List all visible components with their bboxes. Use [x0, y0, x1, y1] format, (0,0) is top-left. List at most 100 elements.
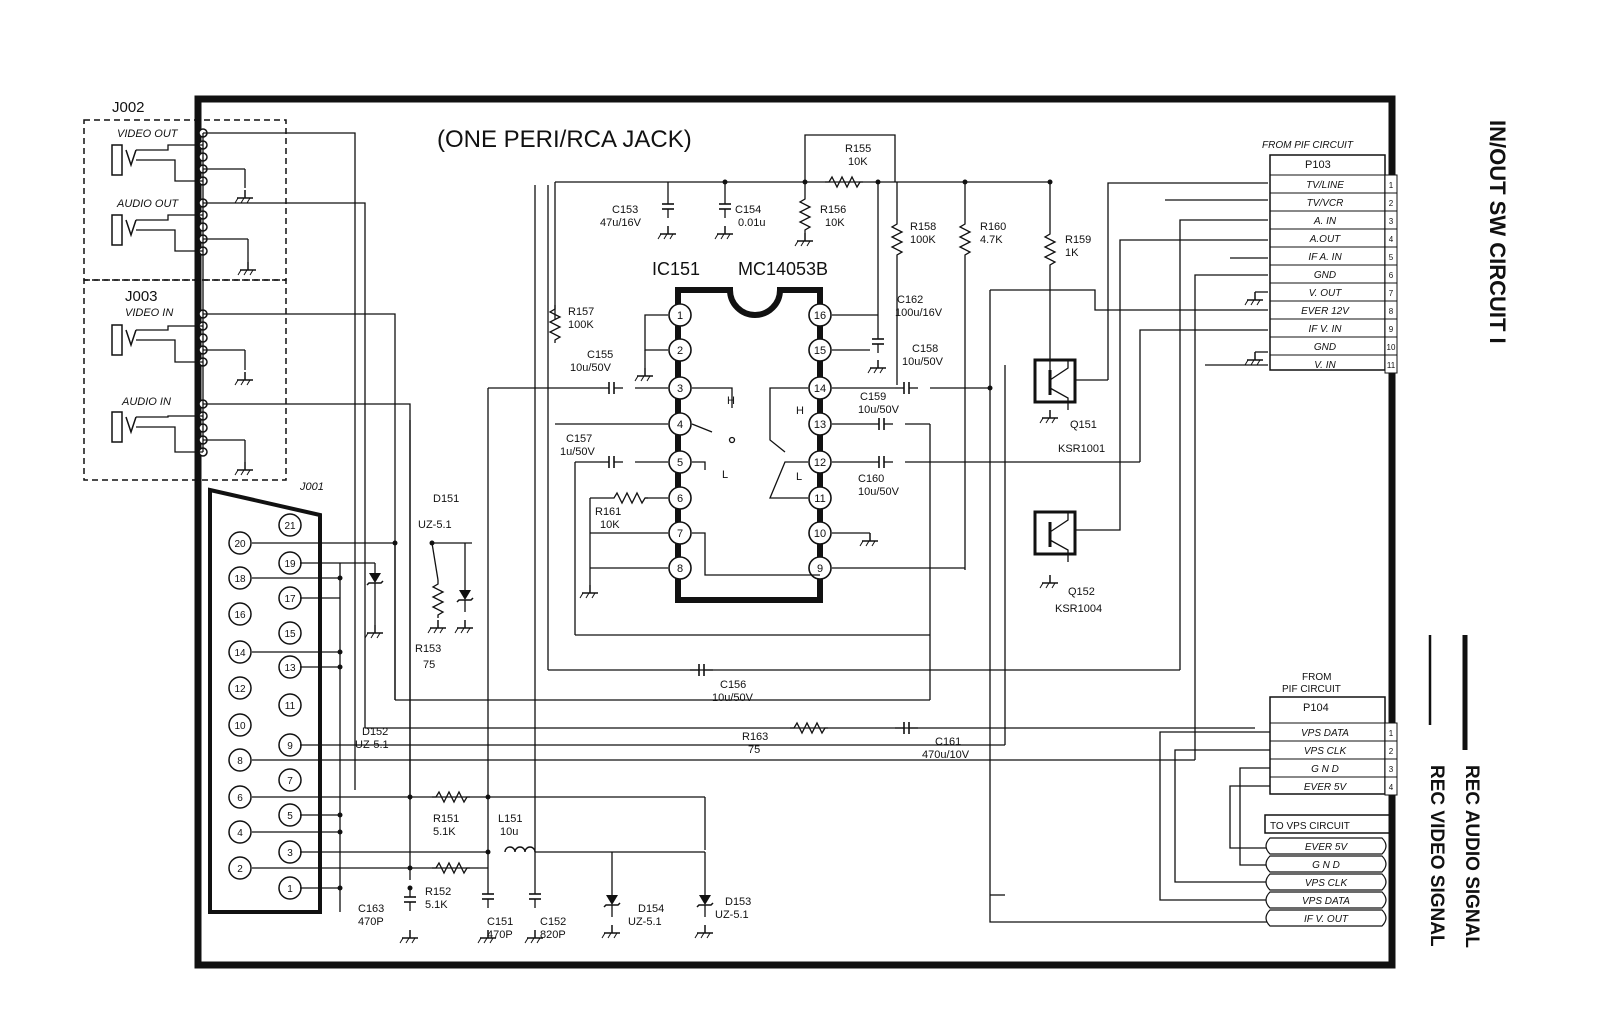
c161-val: 470u/10V [922, 749, 970, 761]
j001-scart-connector: J001 [208, 481, 324, 914]
r151-val: 5.1K [433, 826, 456, 838]
scart-pin-8 [228, 748, 252, 772]
scart-pin-label-12: 12 [234, 684, 246, 695]
c160-ref: C160 [858, 473, 884, 485]
p104-header-2: PIF CIRCUIT [1282, 684, 1341, 695]
r159-ref: R159 [1065, 234, 1091, 246]
scart-pin-label-11: 11 [285, 701, 296, 712]
vps-signal: IF V. OUT [1304, 914, 1349, 925]
c152-val: 820P [540, 929, 566, 941]
p104-pin-box [1384, 776, 1398, 796]
q152-transistor [1033, 510, 1105, 562]
switch-l-left: L [722, 469, 728, 481]
j002-jack-box: J002 VIDEO OUT AUDIO OUT [83, 99, 287, 281]
vps-row-box [1265, 837, 1387, 855]
p103-name: P103 [1305, 159, 1331, 171]
c155-val: 10u/50V [570, 362, 612, 374]
switch-h-right: H [796, 405, 804, 417]
scart-pin-12 [228, 676, 252, 700]
scart-pin-label-13: 13 [284, 663, 296, 674]
scart-pin-label-8: 8 [237, 756, 243, 767]
c159-ref: C159 [860, 391, 886, 403]
scart-pin-label-4: 4 [237, 828, 243, 839]
r156-ref: R156 [820, 204, 846, 216]
ic-pin-label-3: 3 [677, 383, 683, 395]
vps-signal: VPS DATA [1302, 896, 1350, 907]
j003-audio-in-label: AUDIO IN [121, 396, 171, 408]
p104-pin: 4 [1389, 783, 1394, 792]
r160-val: 4.7K [980, 234, 1003, 246]
r157-val: 100K [568, 319, 594, 331]
p103-signal: GND [1314, 270, 1336, 281]
p103-signal: V. IN [1314, 360, 1336, 371]
r158-val: 100K [910, 234, 936, 246]
p103-pin: 3 [1389, 217, 1394, 226]
j001-label: J001 [299, 481, 324, 493]
c151-val: 470P [487, 929, 513, 941]
p104-signal: VPS CLK [1304, 746, 1348, 757]
scart-pin-21 [278, 513, 302, 537]
scart-pin-label-1: 1 [287, 884, 293, 895]
c152-ref: C152 [540, 916, 566, 928]
p104-header-1: FROM [1302, 672, 1331, 683]
scart-pin-label-21: 21 [284, 521, 296, 532]
c156-ref: C156 [720, 679, 746, 691]
scart-pin-6 [228, 785, 252, 809]
scart-pin-label-3: 3 [287, 848, 293, 859]
ic-pin-13 [808, 412, 832, 436]
q151-transistor [1033, 358, 1108, 410]
scart-pin-2 [228, 856, 252, 880]
p104-name: P104 [1303, 702, 1329, 714]
side-title: IN/OUT SW CIRCUIT I [1485, 120, 1510, 344]
scart-pin-label-9: 9 [287, 741, 293, 752]
c158-ref: C158 [912, 343, 938, 355]
scart-pin-16 [228, 602, 252, 626]
ic-pin-label-6: 6 [677, 493, 683, 505]
c154-val: 0.01u [738, 217, 766, 229]
vps-row-box [1265, 909, 1387, 927]
q152-val: KSR1004 [1055, 603, 1102, 615]
ic151-ref: IC151 [652, 259, 700, 279]
vps-signal: VPS CLK [1305, 878, 1349, 889]
c157-val: 1u/50V [560, 446, 596, 458]
q151-ref: Q151 [1070, 419, 1097, 431]
ic-pin-2 [668, 338, 692, 362]
scart-pin-15 [278, 621, 302, 645]
c163-val: 470P [358, 916, 384, 928]
r158-ref: R158 [910, 221, 936, 233]
p103-signal: IF V. IN [1309, 324, 1343, 335]
j002-label: J002 [112, 99, 145, 116]
c153-val: 47u/16V [600, 217, 642, 229]
scart-pin-label-14: 14 [234, 648, 246, 659]
d153-val: UZ-5.1 [715, 909, 749, 921]
c162-val: 100u/16V [895, 307, 943, 319]
switch-l-right: L [796, 471, 802, 483]
vps-row-box [1265, 891, 1387, 909]
q152-ref: Q152 [1068, 586, 1095, 598]
scart-junctions [337, 540, 491, 891]
p103-signal: EVER 12V [1301, 306, 1350, 317]
scart-pin-label-15: 15 [284, 629, 296, 640]
r160-ref: R160 [980, 221, 1006, 233]
ic-pin-label-2: 2 [677, 345, 683, 357]
vps-header: TO VPS CIRCUIT [1270, 821, 1350, 832]
ic151-part: MC14053B [738, 259, 828, 279]
j003-video-in-label: VIDEO IN [125, 307, 173, 319]
d152-val: UZ-5.1 [355, 739, 389, 751]
ic-pin-label-9: 9 [817, 563, 823, 575]
scart-pin-11 [278, 693, 302, 717]
p104-pin: 1 [1389, 729, 1394, 738]
ic-pin-label-12: 12 [814, 457, 826, 469]
r153-val: 75 [423, 659, 435, 671]
vps-row-box [1265, 855, 1387, 873]
d151-ref: D151 [433, 493, 459, 505]
p103-pin: 6 [1389, 271, 1394, 280]
p103-pin: 4 [1389, 235, 1394, 244]
r161-val: 10K [600, 519, 620, 531]
c158-val: 10u/50V [902, 356, 944, 368]
switch-h-left: H [727, 395, 735, 407]
c160-val: 10u/50V [858, 486, 900, 498]
ic-pin-7 [668, 521, 692, 545]
ic-pin-label-10: 10 [814, 528, 826, 540]
